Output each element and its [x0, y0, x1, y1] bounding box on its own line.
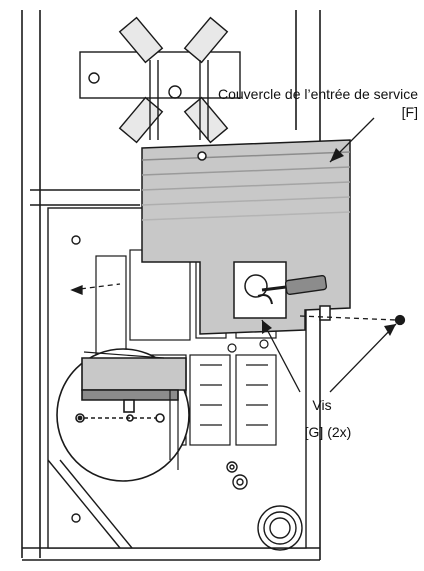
cover-title-label: Couvercle de l’entrée de service — [218, 86, 418, 102]
meter-block — [79, 16, 241, 144]
detail-inset — [56, 348, 190, 482]
arrowheads — [262, 148, 396, 336]
screw-markers — [70, 283, 406, 326]
screw-title-label: Vis — [312, 397, 331, 413]
screwdriver — [257, 275, 328, 305]
cover-ref-label: [F] — [402, 104, 418, 120]
screw-ref-label: [G] (2x) — [305, 424, 352, 440]
